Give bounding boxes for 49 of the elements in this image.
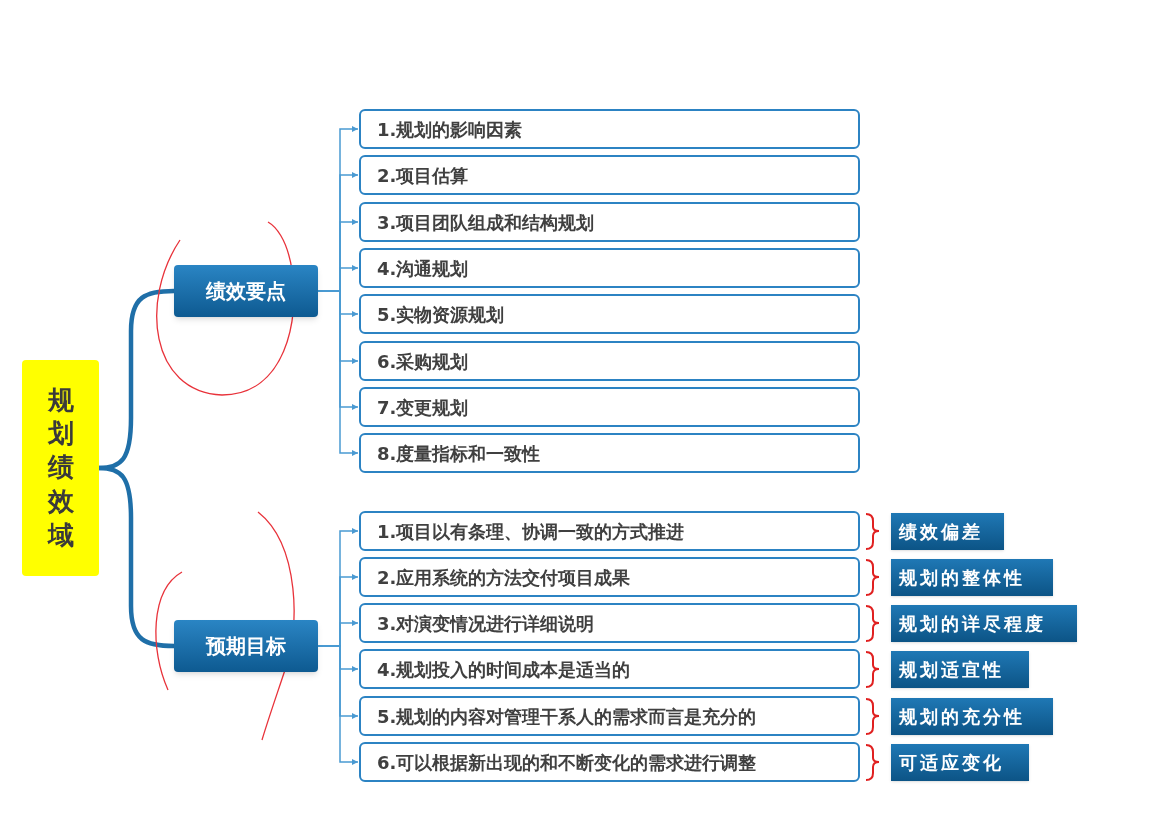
node-label: 规划的详尽程度: [899, 612, 1046, 636]
item-box: [359, 649, 860, 689]
node-label: 规划绩效域: [47, 383, 74, 552]
item-box: [359, 696, 860, 736]
tag-box: [891, 651, 1029, 688]
node-label: 7.变更规划: [377, 395, 469, 420]
connector: [317, 290, 359, 456]
node-label: 6.可以根据新出现的和不断变化的需求进行调整: [377, 750, 757, 775]
node-label: 3.项目团队组成和结构规划: [377, 210, 595, 235]
node-label: 1.规划的影响因素: [377, 117, 523, 142]
item-box: [359, 294, 860, 334]
node-label: 绩效偏差: [899, 520, 983, 544]
item-box: [359, 603, 860, 643]
node-label: 4.沟通规划: [377, 256, 469, 281]
root-topic-box: [22, 360, 99, 576]
tag-box: [891, 744, 1029, 781]
tag-box: [891, 559, 1053, 596]
node-label: 3.对演变情况进行详细说明: [377, 611, 595, 636]
tag-box: [891, 605, 1077, 642]
node-label: 8.度量指标和一致性: [377, 441, 541, 466]
tag-box: [891, 513, 1004, 550]
node-label: 6.采购规划: [377, 349, 469, 374]
node-label: 2.项目估算: [377, 163, 469, 188]
node-label: 预期目标: [206, 633, 286, 660]
node-label: 规划适宜性: [899, 658, 1004, 682]
item-box: [359, 202, 860, 242]
item-box: [359, 557, 860, 597]
item-box: [359, 511, 860, 551]
item-box: [359, 742, 860, 782]
item-box: [359, 109, 860, 149]
node-label: 2.应用系统的方法交付项目成果: [377, 565, 631, 590]
node-label: 可适应变化: [899, 751, 1004, 775]
node-label: 5.规划的内容对管理干系人的需求而言是充分的: [377, 704, 757, 729]
node-label: 5.实物资源规划: [377, 302, 505, 327]
node-label: 1.项目以有条理、协调一致的方式推进: [377, 519, 685, 544]
node-label: 4.规划投入的时间成本是适当的: [377, 657, 631, 682]
branch-topic-box: [174, 620, 318, 672]
connector: [317, 645, 359, 765]
item-box: [359, 433, 860, 473]
branch-topic-box: [174, 265, 318, 317]
item-box: [359, 341, 860, 381]
item-box: [359, 155, 860, 195]
item-box: [359, 387, 860, 427]
item-box: [359, 248, 860, 288]
node-label: 规划的整体性: [899, 566, 1025, 590]
connector: [98, 465, 175, 649]
node-label: 绩效要点: [206, 278, 286, 305]
node-label: 规划的充分性: [899, 705, 1025, 729]
tag-box: [891, 698, 1053, 735]
